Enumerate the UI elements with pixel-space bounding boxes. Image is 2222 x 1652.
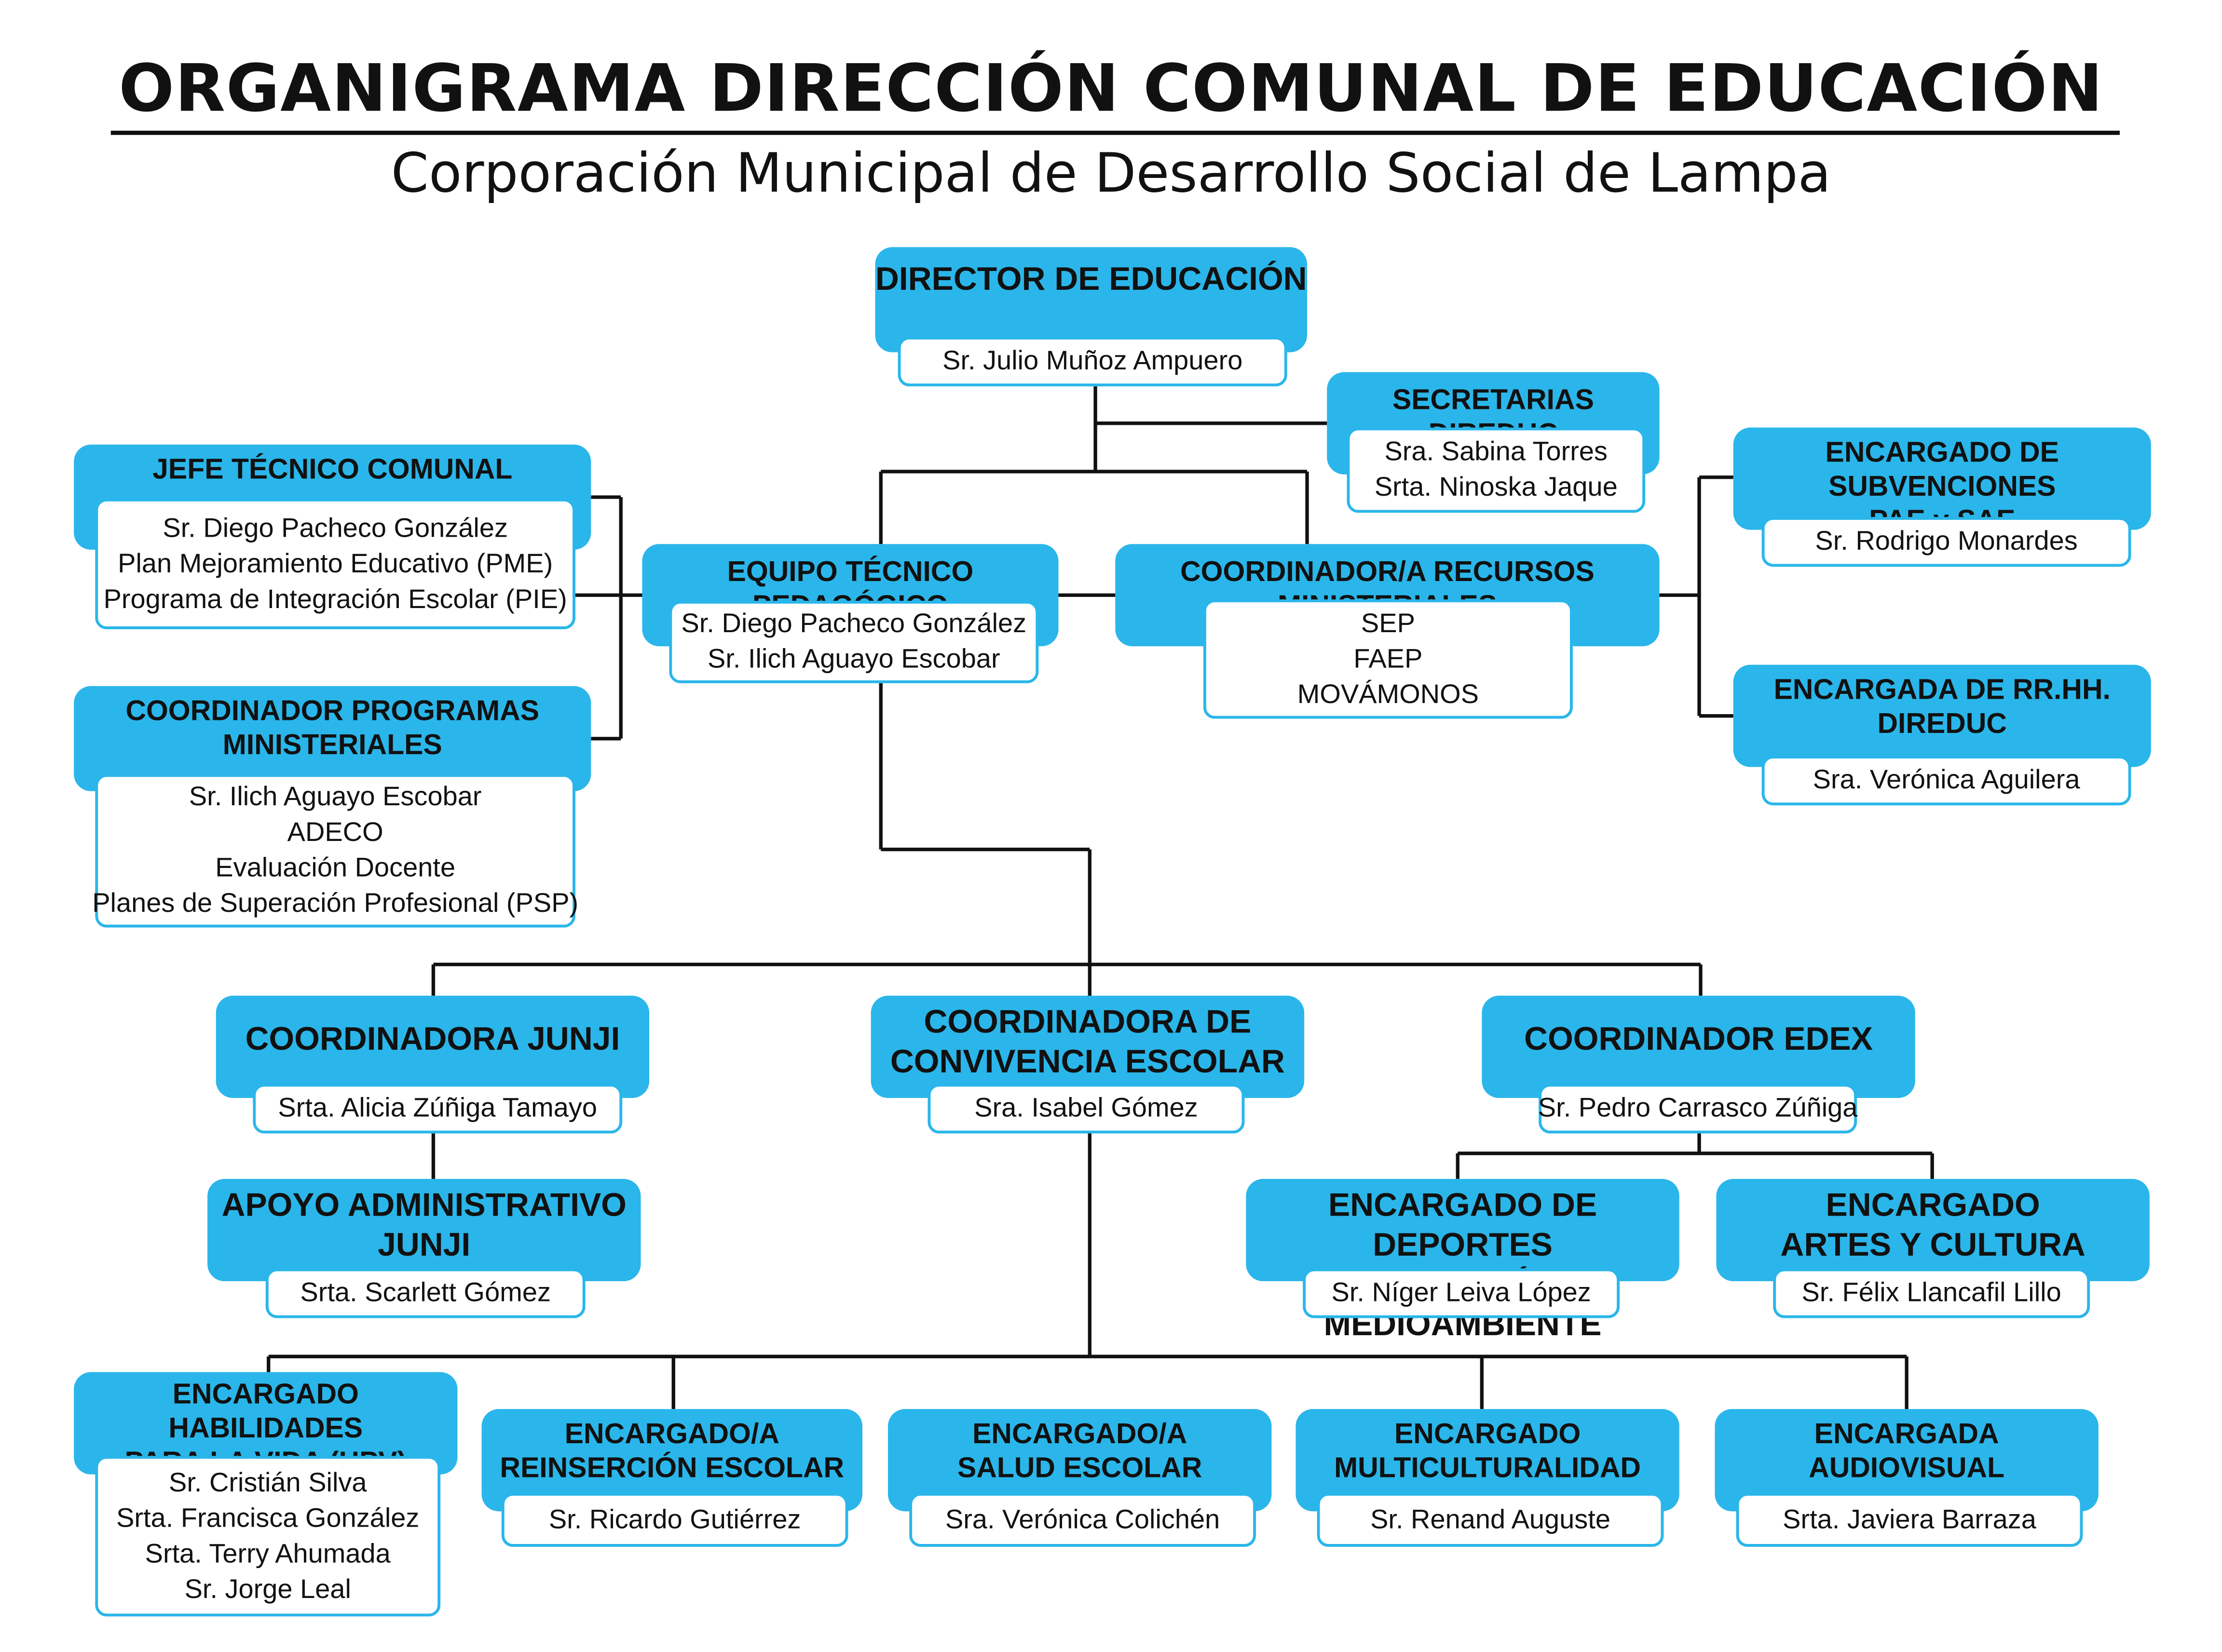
member-line: Sr. Diego Pacheco González (681, 609, 1027, 639)
member-line: Srta. Alicia Zúñiga Tamayo (278, 1094, 598, 1124)
member-line: MOVÁMONOS (1297, 679, 1479, 710)
node-title-line: MINISTERIALES (222, 730, 442, 761)
node-title-line: COORDINADORA DE (924, 1002, 1252, 1040)
node-title-line: COORDINADOR EDEX (1524, 1020, 1873, 1057)
node-title-line: JEFE TÉCNICO COMUNAL (152, 454, 513, 486)
edex-header: COORDINADOR EDEX (1482, 995, 1915, 1098)
member-line: Sr. Julio Muñoz Ampuero (942, 346, 1243, 377)
member-line: Sr. Ilich Aguayo Escobar (189, 783, 482, 812)
member-line: Evaluación Docente (215, 853, 456, 884)
member-line: Sr. Diego Pacheco González (163, 513, 508, 543)
member-line: Srta. Ninoska Jaque (1374, 473, 1618, 503)
member-line: Sra. Sabina Torres (1384, 437, 1608, 468)
coord-recursos-members: SEP FAEP MOVÁMONOS (1203, 599, 1573, 719)
deportes-header: ENCARGADO DE DEPORTESRECREACIÓN Y MEDIOA… (1246, 1178, 1679, 1342)
reinsercion-members: Sr. Ricardo Gutiérrez (501, 1492, 848, 1547)
member-line: Sr. Jorge Leal (184, 1574, 351, 1605)
node-title-line: COORDINADOR PROGRAMAS (125, 696, 540, 728)
member-line: Plan Mejoramiento Educativo (PME) (118, 549, 553, 579)
member-line: Sr. Renand Auguste (1370, 1504, 1610, 1535)
member-line: Srta. Terry Ahumada (145, 1539, 391, 1569)
node-title-line: ARTES Y CULTURA (1780, 1226, 2086, 1263)
node-title-line: ENCARGADO/A (972, 1419, 1187, 1450)
node-title-line: COORDINADORA JUNJI (245, 1020, 620, 1057)
member-line: Sra. Verónica Aguilera (1813, 765, 2080, 796)
subvenciones-members: Sr. Rodrigo Monardes (1761, 517, 2131, 567)
convivencia-members: Sra. Isabel Gómez (927, 1083, 1245, 1134)
multicultural-members: Sr. Renand Auguste (1317, 1492, 1664, 1547)
member-line: Sra. Isabel Gómez (974, 1094, 1198, 1124)
rrhh-header: ENCARGADA DE RR.HH.DIREDUC (1733, 664, 2151, 767)
node-title-line: DIRECTOR DE EDUCACIÓN (875, 260, 1307, 297)
junji-header: COORDINADORA JUNJI (216, 995, 650, 1098)
junji-members: Srta. Alicia Zúñiga Tamayo (253, 1083, 623, 1134)
node-title-line: ENCARGADO HABILIDADES (168, 1379, 363, 1445)
member-line: FAEP (1353, 644, 1423, 674)
apoyo-junji-members: Srta. Scarlett Gómez (265, 1268, 586, 1318)
node-title-line: MULTICULTURALIDAD (1334, 1453, 1641, 1485)
node-title-line: ENCARGADO/A (564, 1419, 779, 1450)
node-title-line: ENCARGADO DE SUBVENCIONES (1825, 437, 2059, 503)
member-line: Programa de Integración Escolar (PIE) (103, 584, 567, 615)
member-line: Srta. Francisca González (116, 1503, 420, 1533)
node-title-line: ENCARGADA AUDIOVISUAL (1809, 1419, 2005, 1485)
node-title-line: ENCARGADO (1394, 1419, 1581, 1450)
page-subtitle: Corporación Municipal de Desarrollo Soci… (391, 142, 1831, 205)
node-title-line: ENCARGADA DE RR.HH. (1773, 675, 2111, 706)
rrhh-members: Sra. Verónica Aguilera (1761, 756, 2131, 806)
node-title-line: JUNJI (378, 1226, 471, 1263)
title-underline (110, 131, 2120, 135)
edex-members: Sr. Pedro Carrasco Zúñiga (1538, 1083, 1858, 1134)
page-title: ORGANIGRAMA DIRECCIÓN COMUNAL DE EDUCACI… (119, 50, 2103, 127)
member-line: Sr. Pedro Carrasco Zúñiga (1538, 1094, 1858, 1124)
member-line: Planes de Superación Profesional (PSP) (92, 889, 579, 919)
node-title-line: ENCARGADO DE DEPORTES (1328, 1186, 1597, 1263)
member-line: Srta. Scarlett Gómez (300, 1278, 551, 1308)
director-header: DIRECTOR DE EDUCACIÓN (875, 247, 1308, 352)
node-title-line: REINSERCIÓN ESCOLAR (500, 1453, 845, 1485)
audiovisual-members: Srta. Javiera Barraza (1736, 1492, 2083, 1547)
salud-members: Sra. Verónica Colichén (909, 1492, 1256, 1547)
director-members: Sr. Julio Muñoz Ampuero (898, 337, 1287, 387)
node-title-line: CONVIVENCIA ESCOLAR (890, 1043, 1285, 1080)
node-title-line: SALUD ESCOLAR (957, 1453, 1202, 1485)
member-line: SEP (1361, 609, 1415, 639)
member-line: Srta. Javiera Barraza (1783, 1504, 2036, 1535)
member-line: Sra. Verónica Colichén (945, 1504, 1220, 1535)
member-line: Sr. Félix Llancafil Lillo (1801, 1278, 2061, 1308)
node-title-line: APOYO ADMINISTRATIVO (221, 1186, 627, 1223)
member-line: Sr. Rodrigo Monardes (1815, 527, 2078, 557)
subvenciones-header: ENCARGADO DE SUBVENCIONESPAE y SAE (1733, 427, 2151, 537)
member-line: Sr. Ilich Aguayo Escobar (708, 645, 1000, 675)
node-title-line: ENCARGADO (1826, 1186, 2040, 1223)
member-line: ADECO (287, 818, 383, 848)
artes-members: Sr. Félix Llancafil Lillo (1773, 1268, 2090, 1318)
member-line: Sr. Cristián Silva (168, 1468, 367, 1498)
member-line: Sr. Níger Leiva López (1331, 1278, 1591, 1308)
node-title-line: DIREDUC (1877, 708, 2007, 740)
member-line: Sr. Ricardo Gutiérrez (548, 1504, 801, 1535)
deportes-members: Sr. Níger Leiva López (1303, 1268, 1620, 1318)
